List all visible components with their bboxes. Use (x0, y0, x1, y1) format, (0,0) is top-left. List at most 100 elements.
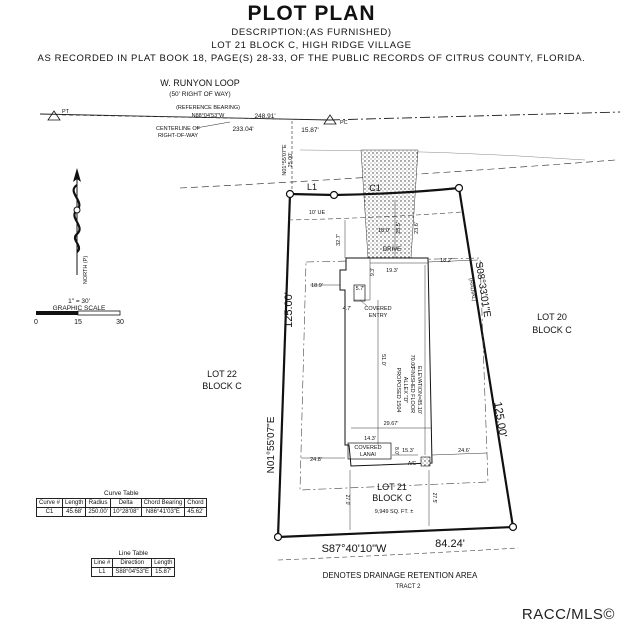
dim-70-0: 70.00' (409, 355, 415, 370)
pavement-edge (299, 149, 586, 161)
svg-text:PT: PT (62, 109, 70, 115)
dim-24-8: 24.8' (310, 457, 322, 463)
curve-table: Curve Table Curve # Length Radius Delta … (35, 489, 207, 517)
curve-table-header: Chord (184, 498, 207, 508)
dim-4-7: 4.7' (343, 306, 352, 312)
house-footprint (339, 257, 433, 467)
lot-area: 9,949 SQ. FT. ± (375, 509, 413, 515)
covered-lanai (347, 442, 392, 460)
scale-tick-30: 30 (116, 319, 124, 326)
scale-tick-15: 15 (74, 319, 82, 326)
utility-easement-line (287, 211, 463, 221)
curve-table-header: Chord Bearing (140, 498, 186, 508)
east-radial-note: (RADIAL) (467, 278, 477, 302)
east-distance: 125.00' (491, 401, 508, 438)
table-cell: S88°04'53"E (112, 567, 153, 577)
table-row: L1 S88°04'53"E 15.87' (90, 567, 176, 577)
drainage-label: DENOTES DRAINAGE RETENTION AREA (323, 571, 478, 580)
curve-table-header: Length (62, 498, 87, 508)
lanai-label-1: COVERED (354, 445, 381, 451)
dim-32-7: 32.7' (336, 234, 342, 246)
covered-entry-label-2: ENTRY (369, 313, 388, 319)
dim-24-6: 24.6' (458, 448, 470, 454)
corner-monument (285, 189, 295, 199)
road-right-of-way: (50' RIGHT OF WAY) (169, 91, 230, 98)
west-distance: 125.00' (283, 292, 295, 328)
reference-bearing-value: N88°04'53"W (192, 113, 226, 119)
centerline-distance-b: 15.87' (301, 127, 319, 134)
corner-monument (329, 190, 339, 200)
table-cell: N86°41'03"E (140, 507, 186, 517)
lot-block-label: BLOCK C (372, 493, 412, 503)
dim-29-67: 29.67' (384, 421, 399, 427)
south-distance: 84.24' (435, 538, 465, 550)
scale-label: GRAPHIC SCALE (53, 305, 106, 312)
dim-27-5: 27.5' (431, 493, 437, 504)
road-name: W. RUNYON LOOP (160, 78, 240, 88)
proposed-house-label-2: ALLEX "D" (402, 377, 408, 404)
north-arrow-icon (72, 168, 81, 275)
line-table: Line Table Line # Direction Length L1 S8… (90, 549, 176, 577)
line-table-header: Line # (90, 558, 114, 568)
scale-ratio: 1" = 30' (68, 298, 90, 305)
line-table-header: Direction (112, 558, 153, 568)
lot-boundary (276, 186, 515, 539)
lot-22-label: LOT 22 (207, 369, 237, 379)
dim-19-3: 19.3' (386, 268, 398, 274)
dim-18-2: 18.2' (440, 258, 452, 264)
reference-bearing-label: (REFERENCE BEARING) (176, 105, 240, 111)
proposed-house-label-4: ELEVATION=85.10' (416, 366, 422, 414)
dim-14-3: 14.3' (364, 436, 376, 442)
svg-text:PC: PC (340, 120, 348, 126)
drainage-boundary (277, 547, 519, 561)
proposed-house-label-1: PROPOSED 1504 (395, 368, 401, 413)
ac-pad (420, 456, 431, 467)
lot-20-label: LOT 20 (537, 312, 567, 322)
dim-18-0: 18.0' (378, 228, 390, 234)
dim-25-5: 25.5' (396, 222, 402, 234)
dim-15-3: 15.3' (402, 448, 414, 454)
dim-8-0: 8.0' (393, 447, 399, 455)
tie-distance: 25.00' (288, 153, 294, 168)
dim-5-7: 5.7' (356, 286, 365, 292)
table-cell: 10°28'08" (109, 507, 142, 517)
table-cell: 15.87' (151, 567, 176, 577)
west-bearing: N01°55'07"E (266, 416, 277, 473)
table-row: C1 45.68' 250.00' 10°28'08" N86°41'03"E … (35, 507, 207, 517)
driveway (360, 149, 419, 259)
line-l1-label: L1 (307, 182, 317, 192)
ac-label: A/C (408, 461, 417, 467)
pt-marker: PT (47, 109, 70, 121)
centerline-distance-a: 233.04' (232, 126, 253, 133)
lanai-label-2: LANAI (360, 452, 376, 458)
dim-23-6: 23.6' (414, 222, 420, 234)
table-cell: 45.68' (62, 507, 87, 517)
covered-entry (353, 284, 366, 302)
centerline-total-distance: 248.91' (254, 113, 275, 120)
pc-marker: PC (323, 114, 348, 126)
description-label: DESCRIPTION:(AS FURNISHED) (231, 27, 392, 38)
recording-info: AS RECORDED IN PLAT BOOK 18, PAGE(S) 28-… (37, 53, 586, 64)
legal-description: LOT 21 BLOCK C, HIGH RIDGE VILLAGE (211, 40, 412, 51)
corner-monument (508, 522, 518, 532)
page-title: PLOT PLAN (247, 2, 376, 25)
covered-entry-label-1: COVERED (364, 306, 391, 312)
scale-tick-0: 0 (34, 319, 38, 326)
lot-label: LOT 21 (377, 482, 407, 492)
watermark: RACC/MLS© (521, 606, 615, 623)
curve-table-caption: Curve Table (104, 490, 139, 497)
dim-9-3: 9.3' (370, 268, 376, 276)
drive-label: DRIVE (383, 247, 401, 253)
table-cell: C1 (35, 507, 64, 517)
proposed-house-label-3: FINISHED FLOOR (409, 367, 415, 413)
table-cell: L1 (90, 567, 114, 577)
dim-27-0: 27.0' (344, 495, 350, 506)
lot-20-block: BLOCK C (532, 325, 572, 335)
tie-bearing: N01°55'07"E (282, 144, 288, 176)
dim-51-0: 51.0' (380, 354, 386, 366)
lot-22-block: BLOCK C (202, 381, 242, 391)
curve-table-header: Delta (109, 498, 142, 508)
drainage-tract-label: TRACT 2 (396, 584, 422, 590)
centerline-label-1: CENTERLINE OF (156, 126, 201, 132)
